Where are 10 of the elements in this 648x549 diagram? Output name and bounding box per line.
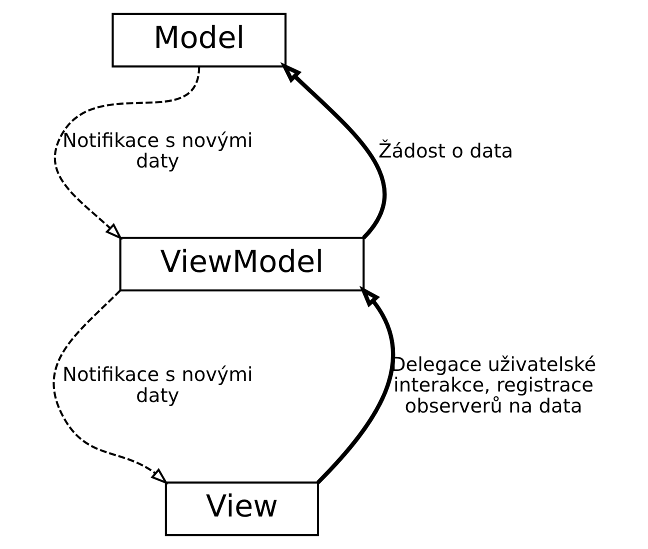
arrow: [52, 290, 168, 485]
node-box: View: [164, 482, 320, 536]
node-box: ViewModel: [119, 236, 365, 292]
edge-label: Notifikace s novými daty: [62, 128, 253, 173]
edge-label: Žádost o data: [378, 139, 514, 162]
arrow: [54, 66, 200, 240]
node-box: Model: [112, 12, 287, 68]
arrow: [280, 62, 387, 240]
edge-label: Notifikace s novými daty: [62, 363, 253, 407]
arrow: [316, 286, 395, 484]
